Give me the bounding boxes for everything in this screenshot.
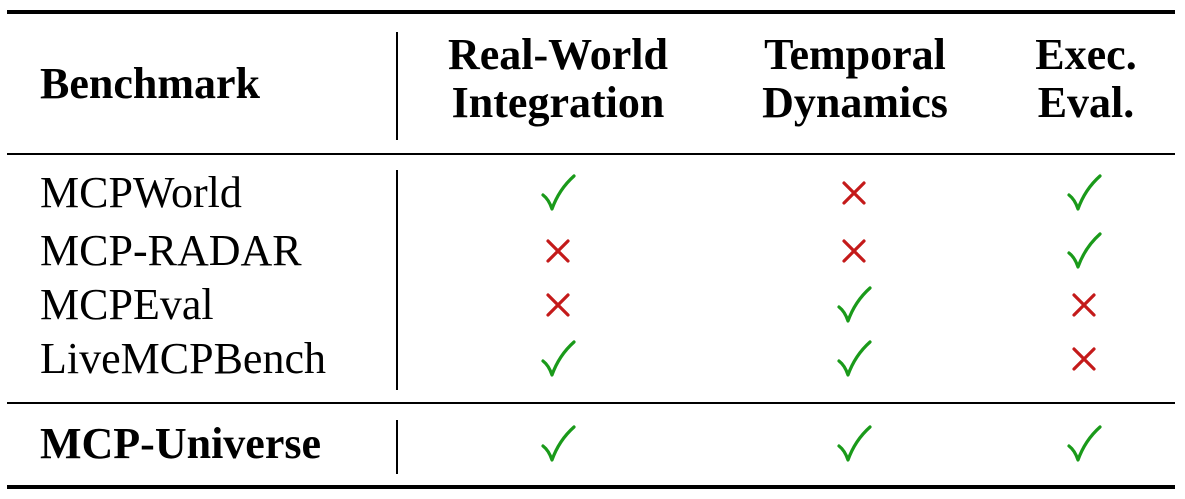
check-icon xyxy=(837,286,872,323)
bottom-rule xyxy=(7,485,1175,489)
cross-icon xyxy=(1072,293,1096,317)
cross-icon xyxy=(842,239,866,263)
check-icon xyxy=(837,425,872,462)
check-icon xyxy=(1067,425,1102,462)
mark-real-world xyxy=(508,278,608,332)
mark-temporal xyxy=(804,332,904,386)
benchmark-name: MCP-Universe xyxy=(40,419,322,468)
cross-icon xyxy=(842,181,866,205)
mark-real-world xyxy=(508,332,608,386)
header-temporal-dynamics: Temporal Dynamics xyxy=(762,30,948,127)
mark-exec xyxy=(1034,332,1134,386)
mark-temporal xyxy=(804,224,904,278)
benchmark-name: MCPEval xyxy=(40,280,214,329)
mark-real-world xyxy=(508,417,608,471)
body-rule xyxy=(7,402,1175,404)
cross-icon xyxy=(546,293,570,317)
mark-real-world xyxy=(508,166,608,220)
mark-real-world xyxy=(508,224,608,278)
header-exec-eval: Exec. Eval. xyxy=(1035,30,1137,127)
table-row: MCPWorld xyxy=(0,166,1185,220)
check-icon xyxy=(1067,174,1102,211)
cross-icon xyxy=(546,239,570,263)
top-rule xyxy=(7,10,1175,14)
header-rule xyxy=(7,153,1175,155)
mark-exec xyxy=(1034,224,1134,278)
header-column-divider xyxy=(396,32,398,140)
mark-temporal xyxy=(804,417,904,471)
check-icon xyxy=(1067,232,1102,269)
benchmark-name: MCPWorld xyxy=(40,168,242,217)
header-real-world-integration: Real-World Integration xyxy=(448,30,668,127)
benchmark-name: MCP-RADAR xyxy=(40,226,302,275)
mark-temporal xyxy=(804,166,904,220)
mark-temporal xyxy=(804,278,904,332)
check-icon xyxy=(541,174,576,211)
mark-exec xyxy=(1034,278,1134,332)
mark-exec xyxy=(1034,166,1134,220)
table-row: MCPEval xyxy=(0,278,1185,332)
highlight-column-divider xyxy=(396,420,398,474)
header-benchmark: Benchmark xyxy=(40,59,260,108)
cross-icon xyxy=(1072,347,1096,371)
check-icon xyxy=(541,340,576,377)
check-icon xyxy=(837,340,872,377)
benchmark-name: LiveMCPBench xyxy=(40,334,326,383)
highlight-row: MCP-Universe xyxy=(0,417,1185,471)
body-column-divider xyxy=(396,170,398,390)
mark-exec xyxy=(1034,417,1134,471)
table-row: LiveMCPBench xyxy=(0,332,1185,386)
check-icon xyxy=(541,425,576,462)
table-row: MCP-RADAR xyxy=(0,224,1185,278)
